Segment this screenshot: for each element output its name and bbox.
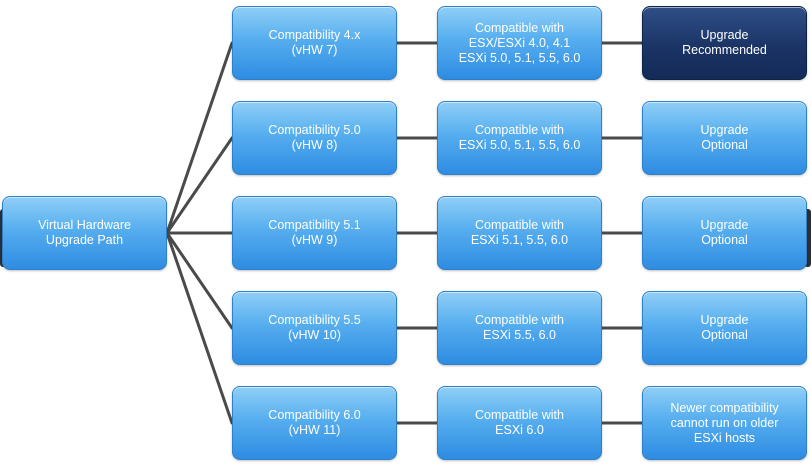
compatibility-node: Compatibility 6.0 (vHW 11) — [232, 386, 397, 460]
compatibility-label: Compatibility 4.x (vHW 7) — [268, 28, 361, 57]
recommendation-node: Upgrade Optional — [642, 291, 807, 365]
compatibility-label: Compatibility 5.0 (vHW 8) — [268, 123, 361, 152]
recommendation-label: Upgrade Optional — [700, 218, 749, 247]
compatible-with-node: Compatible with ESXi 5.0, 5.1, 5.5, 6.0 — [437, 101, 602, 175]
compatible-with-label: Compatible with ESXi 5.0, 5.1, 5.5, 6.0 — [458, 123, 581, 152]
compatible-with-label: Compatible with ESXi 5.5, 6.0 — [475, 313, 564, 342]
compatibility-label: Compatibility 5.5 (vHW 10) — [268, 313, 361, 342]
recommendation-label: Newer compatibility cannot run on older … — [670, 400, 779, 445]
compatibility-node: Compatibility 5.1 (vHW 9) — [232, 196, 397, 270]
compatibility-label: Compatibility 6.0 (vHW 11) — [268, 408, 361, 437]
branch-line-4 — [165, 231, 234, 330]
compatible-with-label: Compatible with ESXi 6.0 — [475, 408, 564, 437]
compatible-with-node: Compatible with ESX/ESXi 4.0, 4.1 ESXi 5… — [437, 6, 602, 80]
branch-line-2 — [165, 136, 234, 235]
root-node: Virtual Hardware Upgrade Path — [2, 196, 167, 270]
recommendation-node: Upgrade Optional — [642, 196, 807, 270]
compatible-with-node: Compatible with ESXi 5.1, 5.5, 6.0 — [437, 196, 602, 270]
compatibility-node: Compatibility 5.5 (vHW 10) — [232, 291, 397, 365]
right-edge-tab — [804, 209, 811, 267]
branch-line-5 — [165, 231, 234, 425]
compatible-with-node: Compatible with ESXi 6.0 — [437, 386, 602, 460]
compatibility-label: Compatibility 5.1 (vHW 9) — [268, 218, 361, 247]
recommendation-label: Upgrade Optional — [700, 123, 749, 152]
recommendation-node: Newer compatibility cannot run on older … — [642, 386, 807, 460]
root-label: Virtual Hardware Upgrade Path — [38, 218, 131, 247]
compatible-with-node: Compatible with ESXi 5.5, 6.0 — [437, 291, 602, 365]
recommendation-node: Upgrade Recommended — [642, 6, 807, 80]
recommendation-label: Upgrade Recommended — [682, 28, 767, 57]
compatible-with-label: Compatible with ESXi 5.1, 5.5, 6.0 — [470, 218, 569, 247]
recommendation-label: Upgrade Optional — [700, 313, 749, 342]
branch-line-1 — [165, 41, 234, 235]
recommendation-node: Upgrade Optional — [642, 101, 807, 175]
compatible-with-label: Compatible with ESX/ESXi 4.0, 4.1 ESXi 5… — [458, 20, 581, 65]
compatibility-node: Compatibility 4.x (vHW 7) — [232, 6, 397, 80]
compatibility-node: Compatibility 5.0 (vHW 8) — [232, 101, 397, 175]
